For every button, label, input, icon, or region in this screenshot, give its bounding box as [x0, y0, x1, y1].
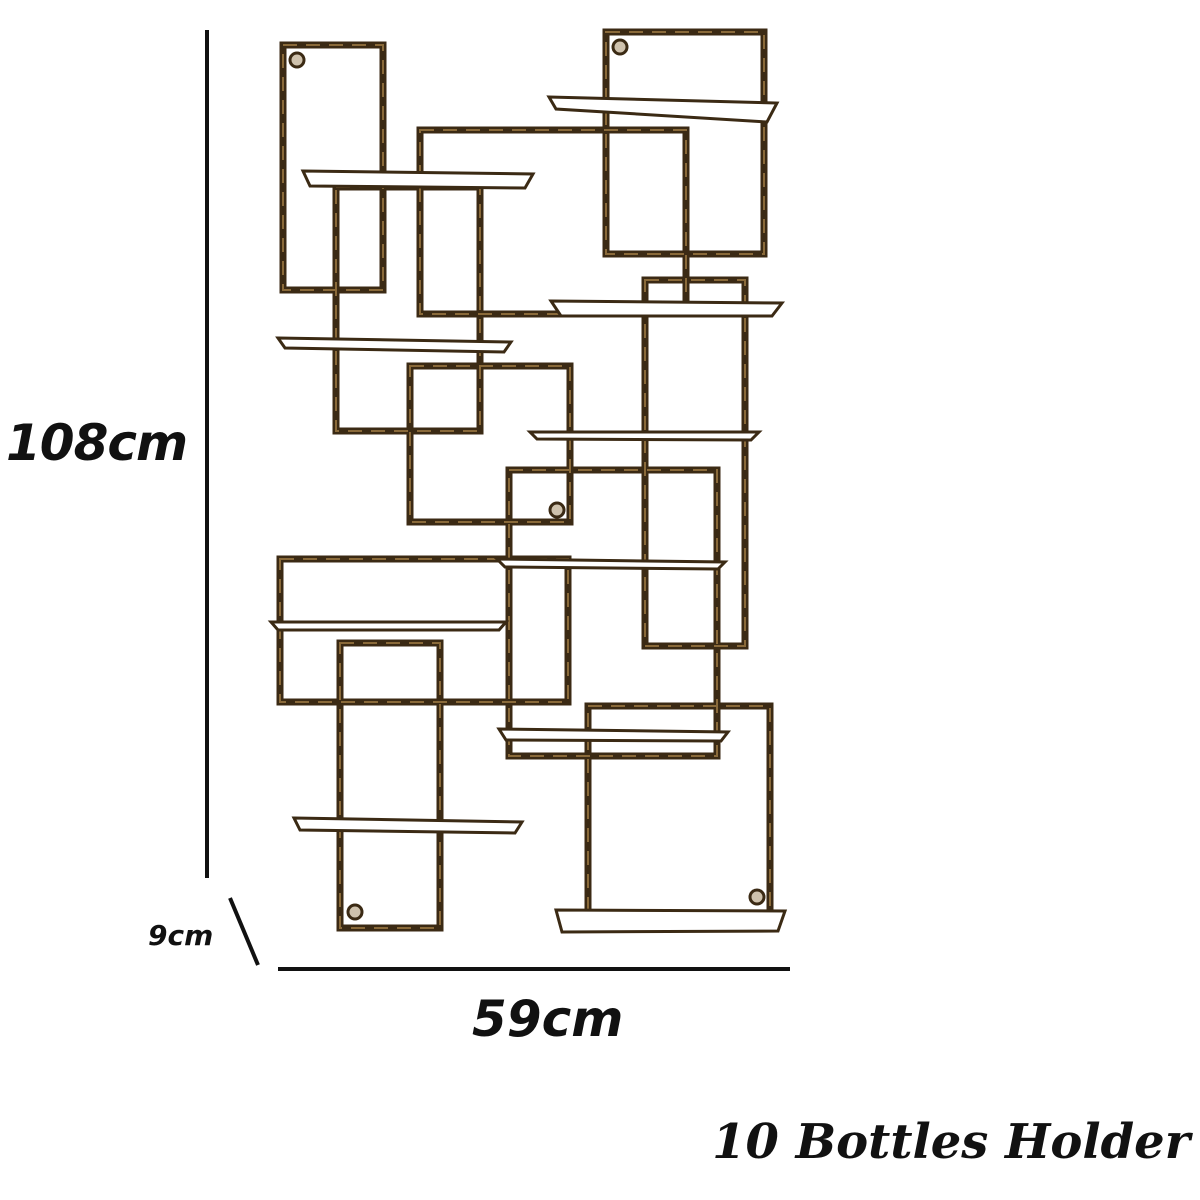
depth-dimension-line: [228, 897, 260, 966]
product-caption: 10 Bottles Holder: [712, 1114, 1190, 1170]
wall-mount-screws: [288, 38, 766, 921]
wine-rack-frame: [267, 28, 788, 934]
depth-label: 9cm: [148, 919, 214, 952]
height-label: 108cm: [6, 414, 188, 472]
bottle-shelves: [267, 95, 788, 934]
width-label: 59cm: [472, 990, 624, 1048]
